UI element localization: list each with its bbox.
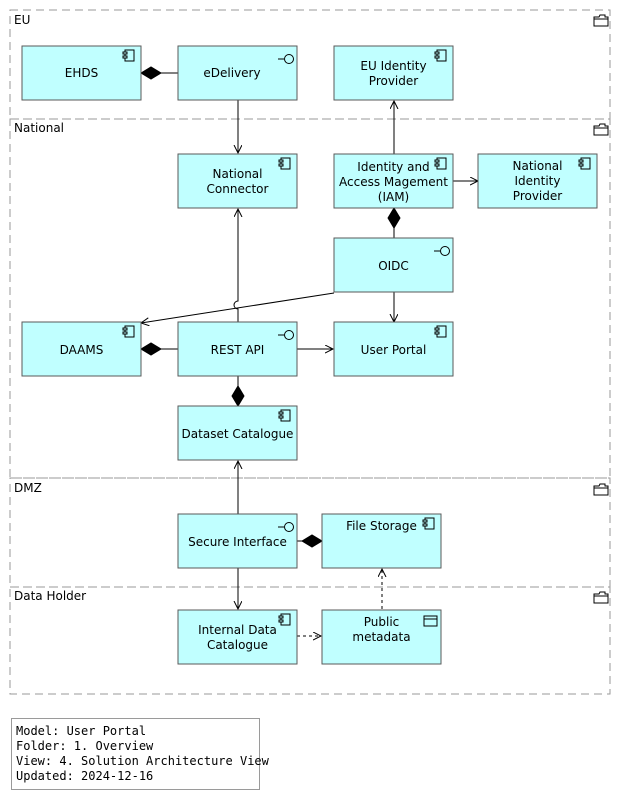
svg-text:REST API: REST API <box>211 343 265 357</box>
component-icon <box>122 49 135 62</box>
component-icon <box>278 157 291 170</box>
component-icon <box>434 49 447 62</box>
svg-text:File Storage: File Storage <box>346 519 417 533</box>
composition-diamond <box>387 207 401 229</box>
folder-icon <box>593 123 609 136</box>
node-label: Identity <box>515 174 561 188</box>
svg-text:EHDS: EHDS <box>65 66 98 80</box>
node-dataset-catalogue[interactable]: Dataset Catalogue <box>177 405 298 461</box>
node-label: Connector <box>207 182 269 196</box>
component-icon <box>422 517 435 530</box>
group-label-national: National <box>14 121 64 135</box>
node-label: Dataset Catalogue <box>182 427 294 441</box>
composition-diamond <box>301 534 323 548</box>
node-label: File Storage <box>346 519 417 533</box>
data-object-icon <box>423 615 438 627</box>
svg-text:User Portal: User Portal <box>361 343 427 357</box>
node-label: DAAMS <box>60 343 104 357</box>
node-label: Access Magement <box>339 175 448 189</box>
component-icon <box>434 325 447 338</box>
node-label: User Portal <box>361 343 427 357</box>
interface-icon <box>434 246 450 256</box>
node-label: EHDS <box>65 66 98 80</box>
folder-icon <box>593 14 609 27</box>
node-secure-interface[interactable]: Secure Interface <box>177 513 298 569</box>
group-label-eu: EU <box>14 13 30 27</box>
folder-icon <box>593 483 609 496</box>
svg-text:Secure Interface: Secure Interface <box>188 535 287 549</box>
node-label: Public <box>364 615 400 629</box>
node-daams[interactable]: DAAMS <box>21 321 142 377</box>
composition-diamond <box>231 385 245 407</box>
node-label: Provider <box>513 189 562 203</box>
node-label: eDelivery <box>203 66 260 80</box>
node-label: Secure Interface <box>188 535 287 549</box>
component-icon <box>578 157 591 170</box>
node-label: National <box>212 167 262 181</box>
updated-label: Updated: 2024-12-16 <box>16 769 154 783</box>
interface-icon <box>278 330 294 340</box>
model-info-box: Model: User Portal Folder: 1. Overview V… <box>11 718 269 790</box>
group-label-data-holder: Data Holder <box>14 589 86 603</box>
node-label: National <box>512 159 562 173</box>
component-icon <box>278 613 291 626</box>
svg-text:eDelivery: eDelivery <box>203 66 260 80</box>
node-label: REST API <box>211 343 265 357</box>
node-label: Catalogue <box>207 638 268 652</box>
composition-diamond <box>140 66 162 80</box>
model-label: Model: User Portal <box>16 724 147 738</box>
group-label-dmz: DMZ <box>14 481 42 495</box>
svg-text:DAAMS: DAAMS <box>60 343 104 357</box>
node-label: EU Identity <box>360 59 426 73</box>
component-icon <box>278 409 291 422</box>
interface-icon <box>278 522 294 532</box>
node-label: (IAM) <box>378 190 409 204</box>
node-label: metadata <box>352 630 410 644</box>
folder-icon <box>593 591 609 604</box>
node-user-portal[interactable]: User Portal <box>333 321 454 377</box>
group-data-holder: Data Holder <box>9 586 611 695</box>
svg-text:Dataset Catalogue: Dataset Catalogue <box>182 427 294 441</box>
architecture-diagram: EU National DMZ Data Holder <box>9 9 611 695</box>
svg-text:OIDC: OIDC <box>378 259 409 273</box>
node-file-storage[interactable]: File Storage <box>321 513 442 569</box>
node-label: Internal Data <box>198 623 277 637</box>
edge-rest-connector <box>233 209 238 322</box>
component-icon <box>122 325 135 338</box>
edges <box>140 66 478 636</box>
node-rest-api[interactable]: REST API <box>177 321 298 377</box>
folder-label: Folder: 1. Overview <box>16 739 154 753</box>
component-icon <box>434 157 447 170</box>
node-ehds[interactable]: EHDS <box>21 45 142 101</box>
group-national: National <box>9 118 611 479</box>
node-label: Identity and <box>357 160 429 174</box>
interface-icon <box>278 54 294 64</box>
node-label: Provider <box>369 74 418 88</box>
edge-oidc-daams <box>141 292 335 323</box>
composition-diamond <box>140 342 162 356</box>
view-label: View: 4. Solution Architecture View <box>16 754 269 768</box>
node-label: OIDC <box>378 259 409 273</box>
node-oidc[interactable]: OIDC <box>333 237 454 293</box>
group-dmz: DMZ <box>9 477 611 588</box>
node-edelivery[interactable]: eDelivery <box>177 45 298 101</box>
